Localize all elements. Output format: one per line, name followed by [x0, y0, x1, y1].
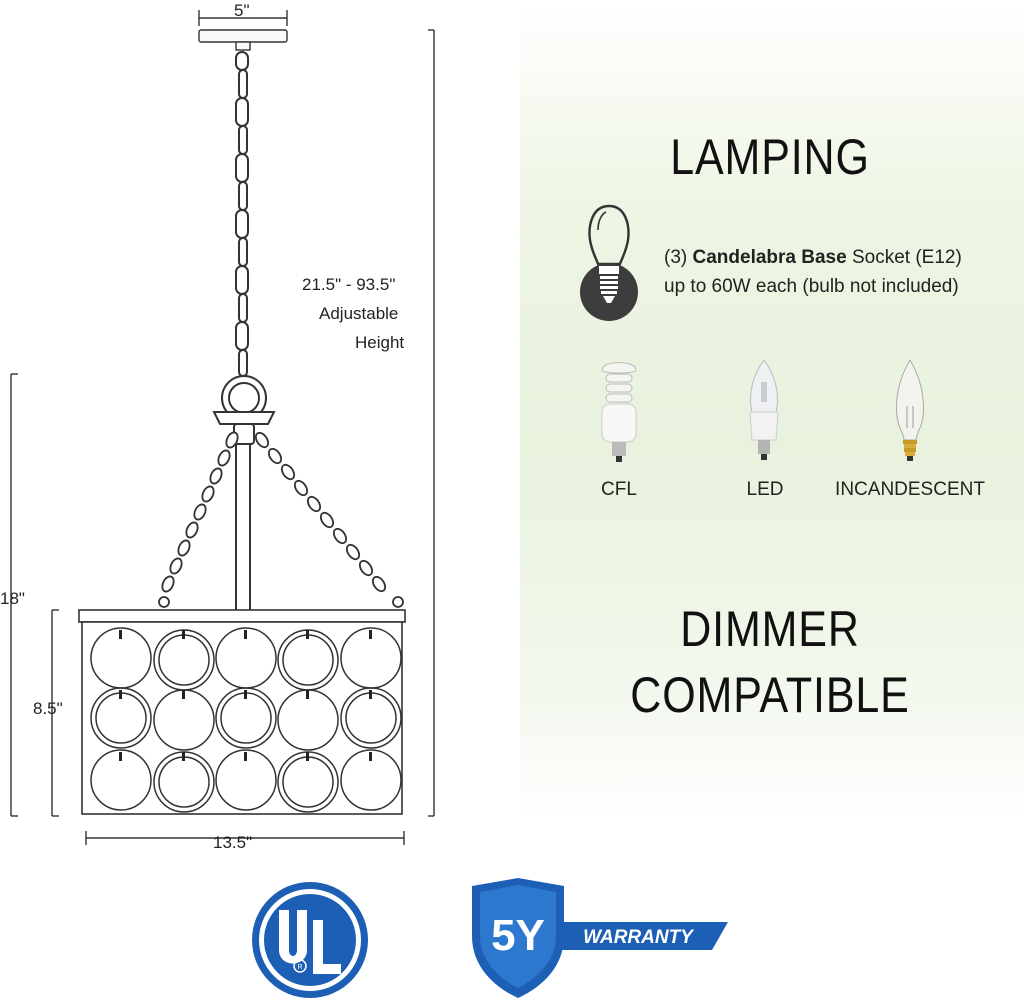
- dimmer-title-line1: DIMMER: [680, 601, 860, 657]
- adjustable-range-label: 21.5" - 93.5": [302, 275, 396, 294]
- warranty-text: WARRANTY: [583, 927, 695, 948]
- lamping-title: LAMPING: [670, 129, 870, 185]
- socket-count: (3): [664, 247, 688, 268]
- bulb-label-cfl: CFL: [601, 479, 637, 500]
- led-bulb-icon: [749, 359, 779, 460]
- height-label: Height: [355, 333, 405, 352]
- shade-width-label: 13.5": [213, 833, 253, 852]
- cfl-bulb-icon: [601, 362, 637, 462]
- body-height-label: 18": [0, 589, 25, 608]
- socket-type: Candelabra Base: [692, 247, 847, 268]
- ul-registered-mark: R: [297, 964, 302, 971]
- wattage-line: up to 60W each (bulb not included): [664, 276, 959, 297]
- canopy-width-label: 5": [234, 1, 250, 20]
- socket-spec-text: (3) Candelabra Base Socket (E12) up to 6…: [664, 243, 962, 301]
- adjustable-label: Adjustable: [319, 304, 399, 323]
- bulb-label-led: LED: [746, 479, 784, 500]
- warranty-years: 5Y: [491, 911, 545, 960]
- pendant-fixture-diagram: [10, 10, 435, 845]
- socket-suffix: Socket (E12): [851, 247, 962, 268]
- incandescent-bulb-icon: [896, 359, 924, 461]
- warranty-badge: 5Y WARRANTY: [472, 878, 728, 998]
- candelabra-bulb-icon: [580, 204, 638, 321]
- shade-height-label: 8.5": [33, 699, 63, 718]
- bulb-label-incandescent: INCANDESCENT: [835, 479, 985, 500]
- ul-certification-badge: R: [252, 882, 368, 998]
- dimmer-title-line2: COMPATIBLE: [630, 667, 910, 723]
